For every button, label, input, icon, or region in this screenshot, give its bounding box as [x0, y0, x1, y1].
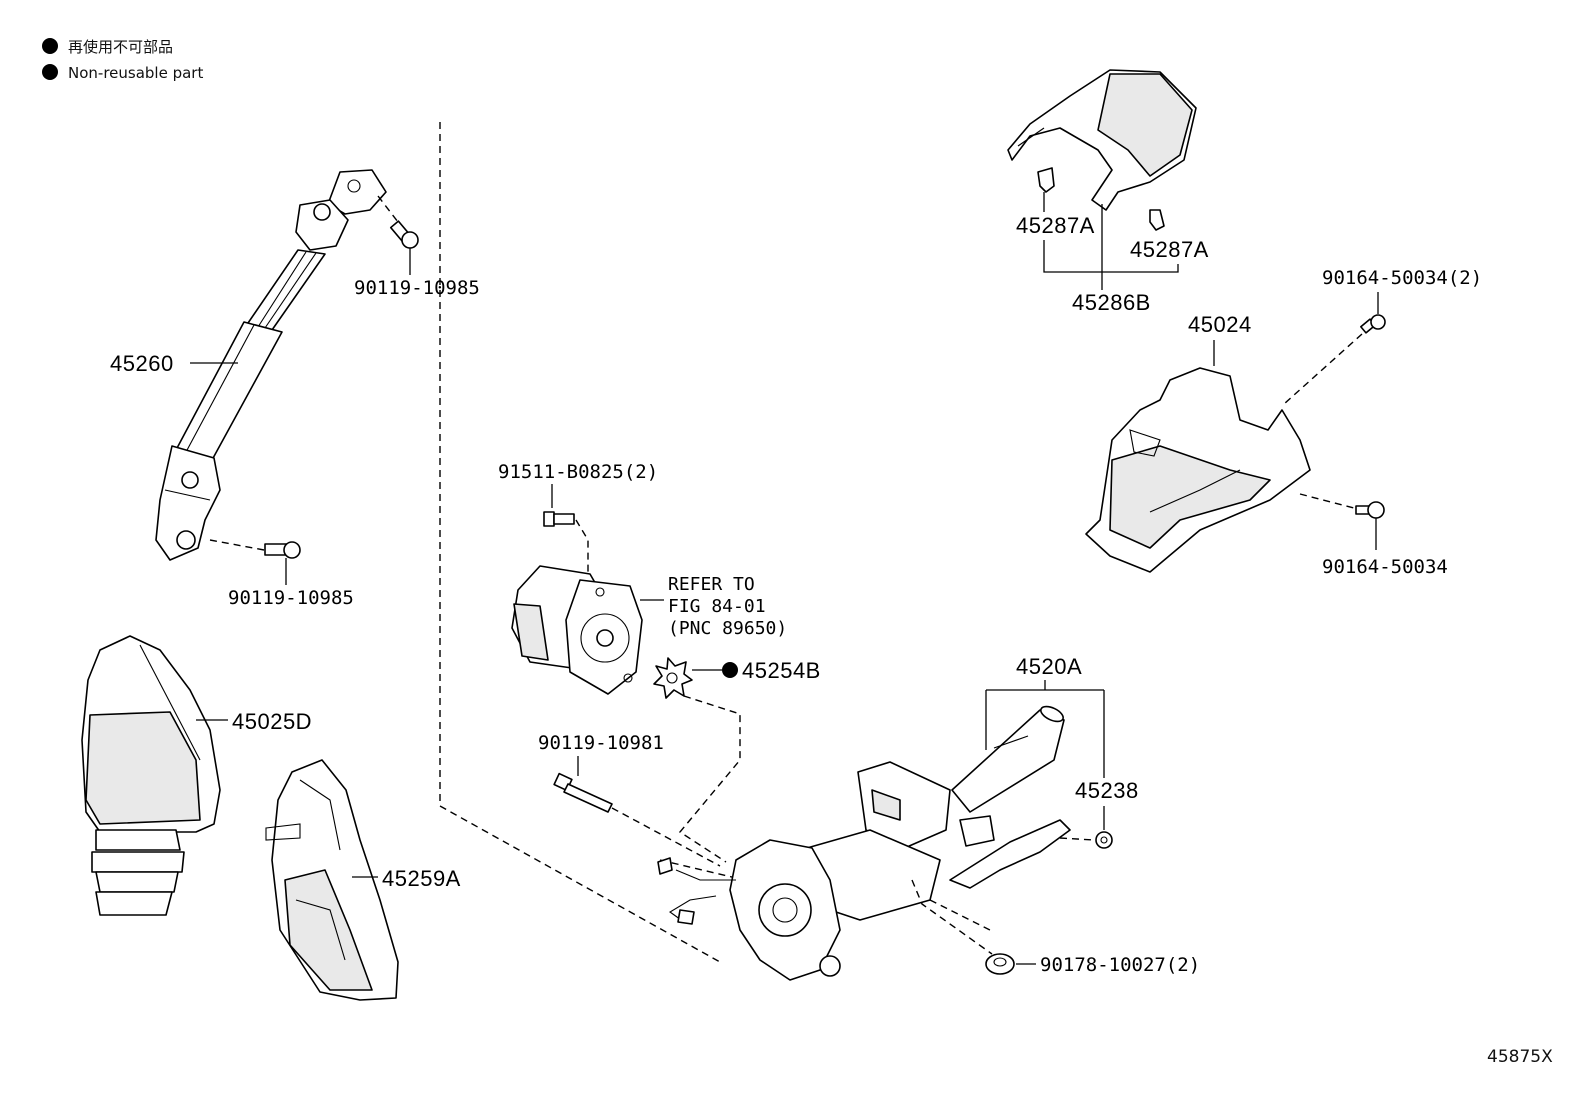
- part-label-90119-10985-upper: 90119-10985: [354, 277, 480, 299]
- part-label-45025D: 45025D: [232, 709, 312, 734]
- part-label-45024: 45024: [1188, 312, 1252, 337]
- refer-to-text: REFER TO: [668, 574, 755, 595]
- part-label-45254B: 45254B: [742, 658, 821, 683]
- part-label-90119-10985-lower: 90119-10985: [228, 587, 354, 609]
- intermediate-shaft-45260: [155, 169, 387, 561]
- part-label-90164-50034-2: 90164-50034(2): [1322, 267, 1482, 289]
- legend-en-text: Non-reusable part: [68, 64, 203, 82]
- part-label-45287A-right: 45287A: [1130, 237, 1209, 262]
- non-reusable-bullet-icon: [722, 662, 738, 678]
- part-label-4520A: 4520A: [1016, 654, 1082, 679]
- bolt-icon: [264, 541, 301, 559]
- lower-column-cover-45024: [1085, 367, 1311, 573]
- column-hole-cover-45025D: [81, 635, 221, 916]
- legend-jp-text: 再使用不可部品: [68, 38, 173, 56]
- screw-icon: [1355, 501, 1385, 519]
- part-label-45287A-left: 45287A: [1016, 213, 1095, 238]
- part-label-45238: 45238: [1075, 778, 1139, 803]
- part-label-45260: 45260: [110, 351, 174, 376]
- nut-icon: [1095, 831, 1113, 849]
- part-label-90119-10981: 90119-10981: [538, 732, 664, 754]
- clip-icon: [1149, 209, 1165, 231]
- part-label-45286B: 45286B: [1072, 290, 1151, 315]
- screw-icon: [1360, 314, 1386, 334]
- part-label-90178-10027: 90178-10027(2): [1040, 954, 1200, 976]
- bolt-icon: [543, 511, 575, 527]
- power-steering-motor: [511, 565, 643, 695]
- part-label-45259A: 45259A: [382, 866, 461, 891]
- nut-icon: [985, 953, 1015, 975]
- bolt-icon: [553, 772, 613, 813]
- column-cover-45259A: [265, 759, 399, 1001]
- legend-bullet-icon: [42, 64, 58, 80]
- diagram-code: 45875X: [1487, 1047, 1553, 1067]
- legend-bullet-icon: [42, 38, 58, 54]
- part-label-91511-B0825: 91511-B0825(2): [498, 461, 658, 483]
- refer-pnc-text: (PNC 89650): [668, 618, 787, 639]
- refer-fig-text: FIG 84-01: [668, 596, 766, 617]
- steering-column-assembly-4520A: [657, 705, 1071, 981]
- upper-column-cover-45286B: [1007, 69, 1197, 211]
- bolt-icon: [389, 220, 419, 249]
- coupling-damper-45254B: [653, 657, 693, 699]
- legend: 再使用不可部品 Non-reusable part: [42, 38, 203, 82]
- clip-icon: [1037, 167, 1055, 193]
- part-label-90164-50034: 90164-50034: [1322, 556, 1448, 578]
